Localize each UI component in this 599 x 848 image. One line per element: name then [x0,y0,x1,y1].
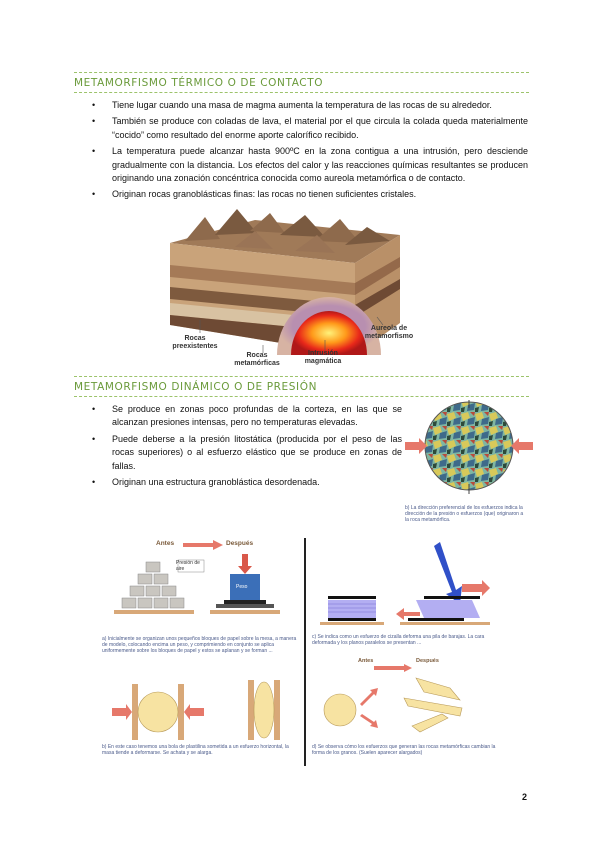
experiment-figure: Antes Después Presión de aire Peso a) In… [98,538,508,768]
card-shear-diagram [320,542,490,625]
label-antes: Antes [156,540,175,547]
contact-metamorphism-diagram [170,209,400,355]
page-number: 2 [521,792,527,802]
dynamic-bullets: Se produce en zonas poco profundas de la… [92,403,402,490]
caption-a: a) Inicialmente se organizan unos pequeñ… [102,636,297,654]
arrow-right-icon [183,540,223,550]
section-divider [74,396,529,397]
label-rocas-metamorficas: Rocas metamórficas [234,352,280,367]
bullet-item: Originan una estructura granoblástica de… [92,476,402,490]
bullet-item: Originan rocas granoblásticas finas: las… [92,188,528,202]
label-peso: Peso [236,584,248,590]
paper-blocks-diagram [114,554,280,614]
plasticine-diagram [112,680,280,740]
bullet-item: La temperatura puede alcanzar hasta 900º… [92,145,528,185]
bullet-item: Tiene lugar cuando una masa de magma aum… [92,99,528,113]
grain-deformation-diagram [323,664,463,733]
caption-c: c) Se indica como un esfuerzo de cizalla… [312,634,485,646]
contact-bullets: Tiene lugar cuando una masa de magma aum… [92,99,528,202]
bullet-item: Puede deberse a la presión litostática (… [92,433,402,473]
panel-separator [304,538,306,766]
section-title-dynamic: METAMORFISMO DINÁMICO O DE PRESIÓN [74,381,318,393]
section-title-contact: METAMORFISMO TÉRMICO O DE CONTACTO [74,77,324,89]
section-divider [74,376,529,377]
label-rocas-preexistentes: Rocas preexistentes [172,335,218,350]
caption-d: d) Se observa cómo los esfuerzos que gen… [312,744,496,756]
section-divider [74,92,529,93]
label-aureola: Aureola de metamorfismo [364,325,414,340]
label-despues: Después [226,540,254,547]
bullet-item: Se produce en zonas poco profundas de la… [92,403,402,430]
caption-b: b) En este caso tenemos una bola de plas… [102,744,289,756]
label-intrusion-magmatica: Intrusión magmática [304,350,342,365]
circle-caption: b) La dirección preferencial de los esfu… [405,505,524,523]
bullet-item: También se produce con coladas de lava, … [92,115,528,142]
rock-thin-section-figure [405,400,533,494]
label-despues-d: Después [416,658,439,664]
top-divider [74,72,529,73]
label-presion-aire: Presión de aire [176,560,200,572]
label-antes-d: Antes [358,658,374,664]
